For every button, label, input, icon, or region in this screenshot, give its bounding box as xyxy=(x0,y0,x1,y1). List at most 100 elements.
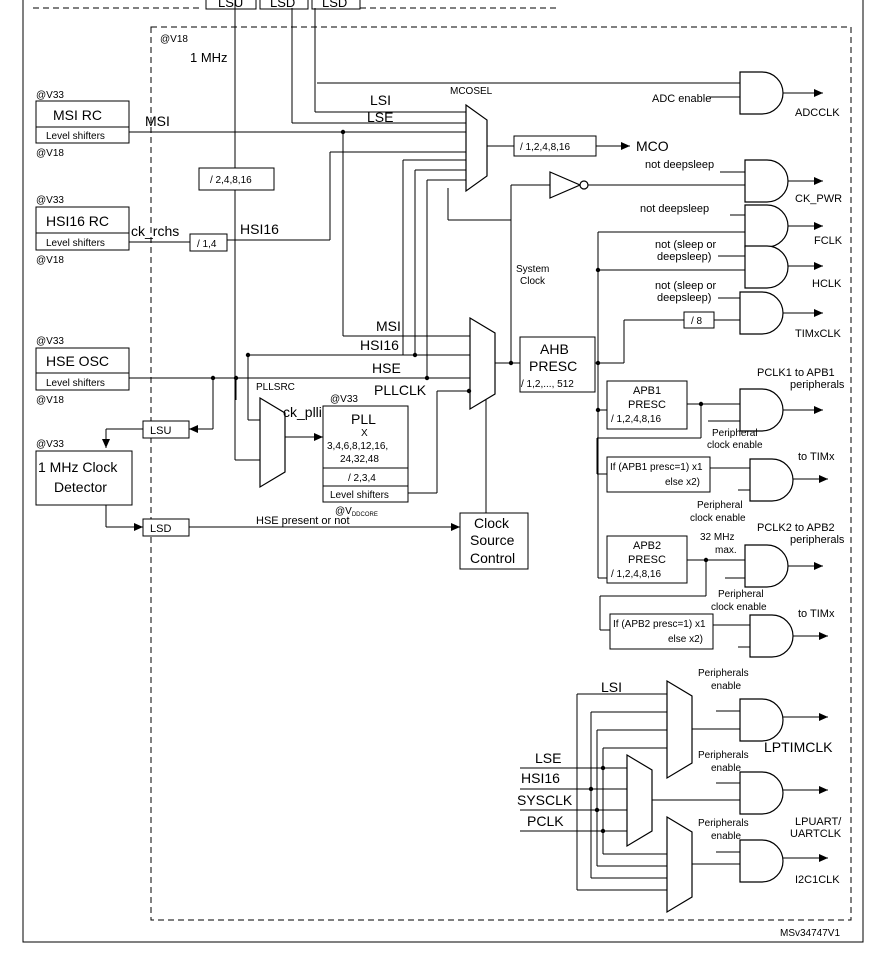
pce2-line2: clock enable xyxy=(690,513,746,524)
div-1-4-box xyxy=(189,233,228,252)
pce1-line1: Peripheral xyxy=(712,428,758,439)
ck-pwr-not-deepsleep: not deepsleep xyxy=(645,159,714,171)
hclk-and-gate xyxy=(744,245,789,289)
apb1-if-line1: If (APB1 presc=1) x1 xyxy=(610,462,703,473)
i2c-mux xyxy=(666,815,693,914)
div-8-label: / 8 xyxy=(691,316,703,327)
lsd-top-label-1: LSD xyxy=(270,0,295,10)
i2c-pe-line2: enable xyxy=(711,831,741,842)
pll-mul2: 24,32,48 xyxy=(340,454,379,465)
div-1-4-label: / 1,4 xyxy=(197,239,217,250)
lsu-label: LSU xyxy=(150,425,171,437)
system-clock-line1: System xyxy=(516,264,549,275)
ck-pllin-label: ck_pllin xyxy=(283,404,330,420)
ck-pwr-and-gate xyxy=(744,159,789,203)
ahb-presc-label: PRESC xyxy=(529,358,577,374)
system-clock-mux xyxy=(469,316,496,411)
apb1-div-label: / 1,2,4,8,16 xyxy=(611,414,661,425)
mcosel-label: MCOSEL xyxy=(450,86,493,97)
apb2-div-label: / 1,2,4,8,16 xyxy=(611,569,661,580)
timx1-and-gate xyxy=(749,458,794,502)
apb2-if-line1: If (APB2 presc=1) x1 xyxy=(613,619,706,630)
lse-bottom-label: LSE xyxy=(535,750,561,766)
apb1-presc-block: APB1 PRESC / 1,2,4,8,16 xyxy=(606,380,688,430)
timx2-and-gate xyxy=(749,614,794,658)
hsi16-rc-label: HSI16 RC xyxy=(46,213,109,229)
hclk-label: HCLK xyxy=(812,278,842,290)
pll-v33-label: @V33 xyxy=(330,394,358,405)
hse-level-shifters: Level shifters xyxy=(46,378,105,389)
to-timx2-label: to TIMx xyxy=(798,608,835,620)
pll-div: / 2,3,4 xyxy=(348,473,376,484)
lsd-top-label-2: LSD xyxy=(322,0,347,10)
clock-detector-line2: Detector xyxy=(54,479,107,495)
timx-not-sleep-1: not (sleep or xyxy=(655,280,716,292)
lptim-pe-line1: Peripherals xyxy=(698,668,749,679)
hsi16-rc-block: HSI16 RC Level shifters xyxy=(35,206,130,251)
pclk2-line1: PCLK2 to APB2 xyxy=(757,522,835,534)
pll-label: PLL xyxy=(351,411,376,427)
lse-top-label: LSE xyxy=(367,109,393,125)
hclk-not-sleep-1: not (sleep or xyxy=(655,239,716,251)
pllsrc-mux xyxy=(259,396,286,489)
lpuart-mux xyxy=(626,753,653,848)
hse-v33-label: @V33 xyxy=(36,336,64,347)
ahb-div-label: / 1,2,..., 512 xyxy=(521,379,574,390)
msi-v18-label: @V18 xyxy=(36,148,64,159)
lpuart-pe-line1: Peripherals xyxy=(698,750,749,761)
pllclk-input-label: PLLCLK xyxy=(374,382,427,398)
hclk-not-sleep-2: deepsleep) xyxy=(657,251,711,263)
figure-reference: MSv34747V1 xyxy=(780,928,840,939)
mco-label: MCO xyxy=(636,138,669,154)
hsi16-bottom-label: HSI16 xyxy=(521,770,560,786)
pce2-line1: Peripheral xyxy=(697,500,743,511)
apb1-if-line2: else x2) xyxy=(665,477,700,488)
hse-input-label: HSE xyxy=(372,360,401,376)
apb1-presc-label: PRESC xyxy=(628,399,666,411)
mco-div-label: / 1,2,4,8,16 xyxy=(520,142,570,153)
inverter xyxy=(549,171,582,199)
fclk-label: FCLK xyxy=(814,235,843,247)
cs-line1: Clock xyxy=(474,515,510,531)
msi-rc-label: MSI RC xyxy=(53,107,102,123)
mcosel-mux xyxy=(465,103,488,193)
hse-osc-block: HSE OSC Level shifters xyxy=(35,347,130,391)
lptimclk-label: LPTIMCLK xyxy=(764,739,833,755)
apb2-if-line2: else x2) xyxy=(668,634,703,645)
hsi-v33-label: @V33 xyxy=(36,195,64,206)
ck-rchs-label: ck_rchs xyxy=(131,223,179,239)
pclk2-line2: peripherals xyxy=(790,534,845,546)
adcclk-label: ADCCLK xyxy=(795,107,840,119)
div-2-16-box xyxy=(198,167,275,191)
msi-v33-label: @V33 xyxy=(36,90,64,101)
i2c1clk-label: I2C1CLK xyxy=(795,874,840,886)
outer-frame xyxy=(22,0,864,943)
hsi16-input-label: HSI16 xyxy=(360,337,399,353)
lsd-label: LSD xyxy=(150,523,171,535)
msi-rc-block: MSI RC Level shifters xyxy=(35,100,130,144)
pll-mul1: 3,4,6,8,12,16, xyxy=(327,441,388,452)
timxclk-label: TIMxCLK xyxy=(795,328,842,340)
det-v33-label: @V33 xyxy=(36,439,64,450)
lsu-top-label: LSU xyxy=(218,0,243,10)
lptim-pe-line2: enable xyxy=(711,681,741,692)
clock-detector-block: 1 MHz Clock Detector xyxy=(35,450,133,506)
timx-not-sleep-2: deepsleep) xyxy=(657,292,711,304)
clock-source-control-block: Clock Source Control xyxy=(459,512,529,570)
ck-pwr-label: CK_PWR xyxy=(795,193,842,205)
v18-domain-border xyxy=(150,26,852,921)
adc-and-gate xyxy=(739,71,784,115)
fclk-and-gate xyxy=(744,204,789,248)
sysclk-bottom-label: SYSCLK xyxy=(517,792,573,808)
pclk1-and-gate xyxy=(739,388,784,432)
pll-x-label: X xyxy=(361,428,368,439)
lpuart-line2: UARTCLK xyxy=(790,828,842,840)
system-clock-line2: Clock xyxy=(520,276,546,287)
lptim-and-gate xyxy=(739,698,784,742)
hsi16-level-shifters: Level shifters xyxy=(46,238,105,249)
apb2-presc-block: APB2 PRESC / 1,2,4,8,16 xyxy=(606,535,688,584)
mhz32-line1: 32 MHz xyxy=(700,532,734,543)
ahb-label: AHB xyxy=(540,341,569,357)
lpuart-pe-line2: enable xyxy=(711,763,741,774)
